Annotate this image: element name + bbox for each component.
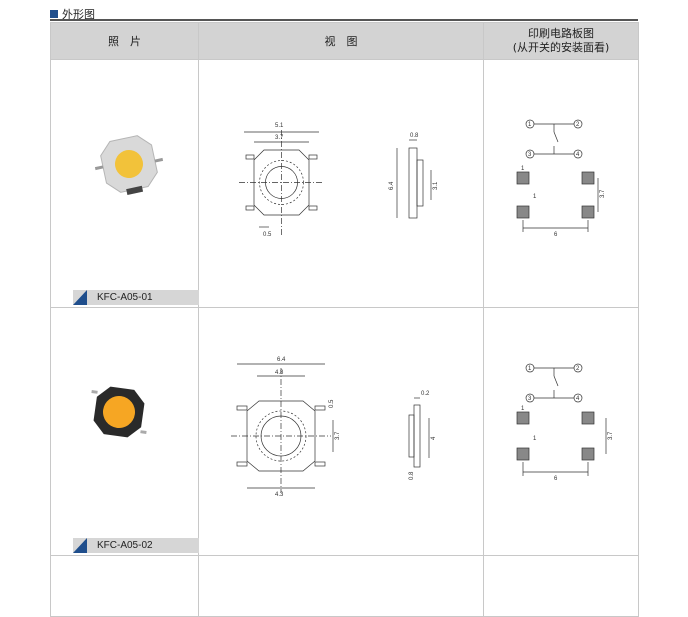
photo-cell [50, 555, 199, 617]
outline-drawing-table: 照 片 视 图 印刷电路板图 (从开关的安装面看) KFC-A05-01 [50, 22, 639, 617]
model-label: KFC-A05-02 [97, 540, 153, 551]
section-title-text: 外形图 [62, 8, 95, 21]
title-divider [50, 19, 638, 21]
dimension-drawing [239, 130, 432, 235]
table-row: KFC-A05-02 6.4 4.8 4. [50, 307, 639, 556]
header-photo: 照 片 [50, 22, 199, 60]
model-tag: KFC-A05-02 [73, 538, 199, 553]
table-row: KFC-A05-01 [50, 59, 639, 308]
model-label: KFC-A05-01 [97, 292, 153, 303]
tag-triangle-icon [73, 290, 87, 305]
table-row [50, 555, 639, 617]
tag-triangle-icon [73, 538, 87, 553]
pcb-layout-drawing [516, 363, 607, 476]
photo-cell: KFC-A05-01 [50, 59, 199, 308]
view-cell [198, 555, 484, 617]
header-view: 视 图 [198, 22, 484, 60]
header-pcb-line2: (从开关的安装面看) [512, 41, 610, 54]
model-tag: KFC-A05-01 [73, 290, 199, 305]
dimension-drawing [231, 363, 430, 493]
pcb-cell: 1 2 3 4 1 1 3.7 6 [483, 307, 639, 556]
header-pcb-line1: 印刷电路板图 [528, 27, 594, 40]
table-header-row: 照 片 视 图 印刷电路板图 (从开关的安装面看) [50, 22, 639, 60]
switch-photo-image [91, 386, 147, 438]
header-pcb: 印刷电路板图 (从开关的安装面看) [483, 22, 639, 60]
pcb-cell: 1 2 3 4 1 1 3.7 6 [483, 59, 639, 308]
view-cell: 5.1 3.7 0.5 6.4 0.8 3.1 [198, 59, 484, 308]
switch-photo-image [94, 135, 164, 196]
photo-cell: KFC-A05-02 [50, 307, 199, 556]
section-heading: 外形图 [50, 6, 95, 22]
view-cell: 6.4 4.8 4.3 0.5 3.7 0.2 4 0.8 [198, 307, 484, 556]
section-marker-icon [50, 10, 58, 18]
pcb-layout-drawing [516, 119, 599, 232]
pcb-cell [483, 555, 639, 617]
